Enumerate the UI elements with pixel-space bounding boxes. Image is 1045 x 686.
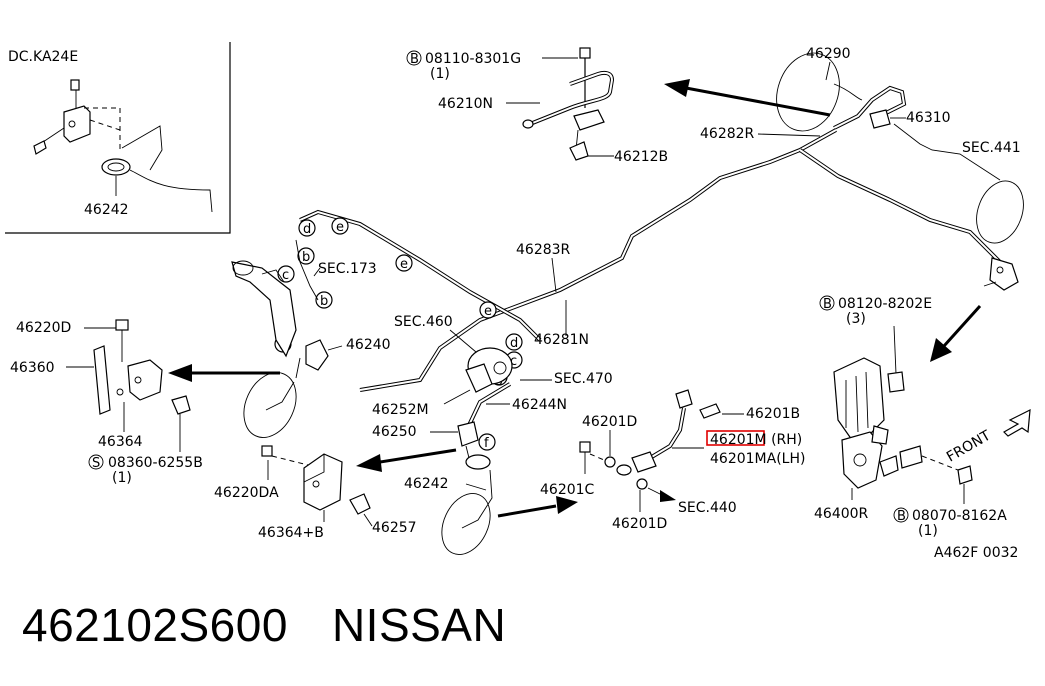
label-46212B: 46212B [614, 149, 668, 165]
callout-e2: e [400, 257, 408, 272]
bolt-08120-number: 08120-8202E [838, 296, 932, 312]
pipe-46282R: 46282R [359, 126, 1002, 392]
front-indicator: FRONT [944, 408, 1031, 465]
label-46201D-bottom: 46201D [612, 516, 667, 532]
bolt-08070-number: 08070-8162A [912, 508, 1007, 524]
block-46364B: 46220DA 46364+B 46257 [214, 445, 417, 541]
hose-46201M: 46201D 46201C 46201B 46201M (RH) 46201MA… [540, 389, 805, 532]
label-sec470: SEC.470 [554, 371, 613, 387]
callout-d1: d [303, 222, 311, 237]
label-46220D: 46220D [16, 320, 71, 336]
label-46210N: 46210N [438, 96, 493, 112]
label-46281N: 46281N [534, 332, 589, 348]
bolt-08110-number: 08110-8301G [425, 51, 521, 67]
label-46310: 46310 [906, 110, 951, 126]
bolt-08360-qty: (1) [112, 470, 132, 486]
arrow-to-46201C [497, 496, 578, 518]
part-number: 462102S600 [22, 599, 288, 651]
label-46257: 46257 [372, 520, 417, 536]
rear-connector [983, 257, 1019, 291]
bolt-08110: B 08110-8301G (1) [406, 50, 578, 82]
callout-d2: d [510, 336, 518, 351]
callout-b2: b [320, 294, 328, 309]
label-46201C: 46201C [540, 482, 595, 498]
label-front: FRONT [944, 427, 994, 465]
callout-e3: e [484, 304, 492, 319]
pipe-46210N: 46210N 46212B [438, 47, 668, 165]
arrow-to-46210N [664, 79, 831, 117]
label-sec441: SEC.441 [962, 140, 1021, 156]
label-46201B: 46201B [746, 406, 800, 422]
callout-c1: c [282, 268, 289, 283]
label-46282R: 46282R [700, 126, 755, 142]
bracket-46240: SEC.173 46240 [231, 239, 391, 438]
bolt-08360-number: 08360-6255B [108, 455, 203, 471]
part-caption: 462102S600 NISSAN [22, 598, 506, 652]
bolt-08070-prefix: B [897, 509, 906, 524]
label-46250: 46250 [372, 424, 417, 440]
bolt-08120-qty: (3) [846, 311, 866, 327]
hose-46290: 46290 46310 SEC.441 [776, 46, 1024, 244]
arrow-to-46364B [356, 448, 457, 472]
bolt-08110-qty: (1) [430, 66, 450, 82]
highlight-46201M [706, 430, 765, 446]
callout-e1: e [336, 220, 344, 235]
label-46220DA: 46220DA [214, 485, 279, 501]
label-46244N: 46244N [512, 397, 567, 413]
label-46290: 46290 [806, 46, 851, 62]
block-46360: 46220D 46360 46364 S 08360-6255B (1) [10, 319, 203, 486]
label-46252M: 46252M [372, 402, 429, 418]
label-46201MA: 46201MA(LH) [710, 451, 805, 467]
label-46364: 46364 [98, 434, 143, 450]
brand-name: NISSAN [331, 599, 507, 651]
callout-f1: f [484, 436, 489, 451]
master-cylinder-area: SEC.460 SEC.470 46252M 46244N 46250 4624… [372, 314, 613, 555]
bolt-08110-prefix: B [410, 52, 419, 67]
pipe-46283R: 46283R 46281N [299, 209, 589, 348]
bolt-08120-prefix: B [823, 297, 832, 312]
callout-b1: b [302, 250, 310, 265]
label-sec440: SEC.440 [678, 500, 737, 516]
inset-panel: DC.KA24E 46242 [5, 42, 231, 234]
arrow-to-caliper [930, 304, 982, 362]
label-46364B: 46364+B [258, 525, 324, 541]
caliper-46400R: B 08120-8202E (3) 46400R B 08070-8162A (… [814, 295, 1007, 539]
label-46201D-top: 46201D [582, 414, 637, 430]
callout-c2: c [510, 354, 517, 369]
arrow-to-46360 [168, 364, 280, 382]
label-sec460: SEC.460 [394, 314, 453, 330]
inset-part-46242: 46242 [84, 202, 129, 218]
label-46242: 46242 [404, 476, 449, 492]
bolt-08360-prefix: S [92, 456, 100, 471]
label-46283R: 46283R [516, 242, 571, 258]
label-46360: 46360 [10, 360, 55, 376]
inset-title: DC.KA24E [8, 49, 78, 65]
label-46240: 46240 [346, 337, 391, 353]
figure-code: A462F 0032 [934, 545, 1018, 561]
bolt-08070-qty: (1) [918, 523, 938, 539]
label-sec173: SEC.173 [318, 261, 377, 277]
label-46400R: 46400R [814, 506, 869, 522]
label-46201M: 46201M (RH) [710, 432, 802, 448]
